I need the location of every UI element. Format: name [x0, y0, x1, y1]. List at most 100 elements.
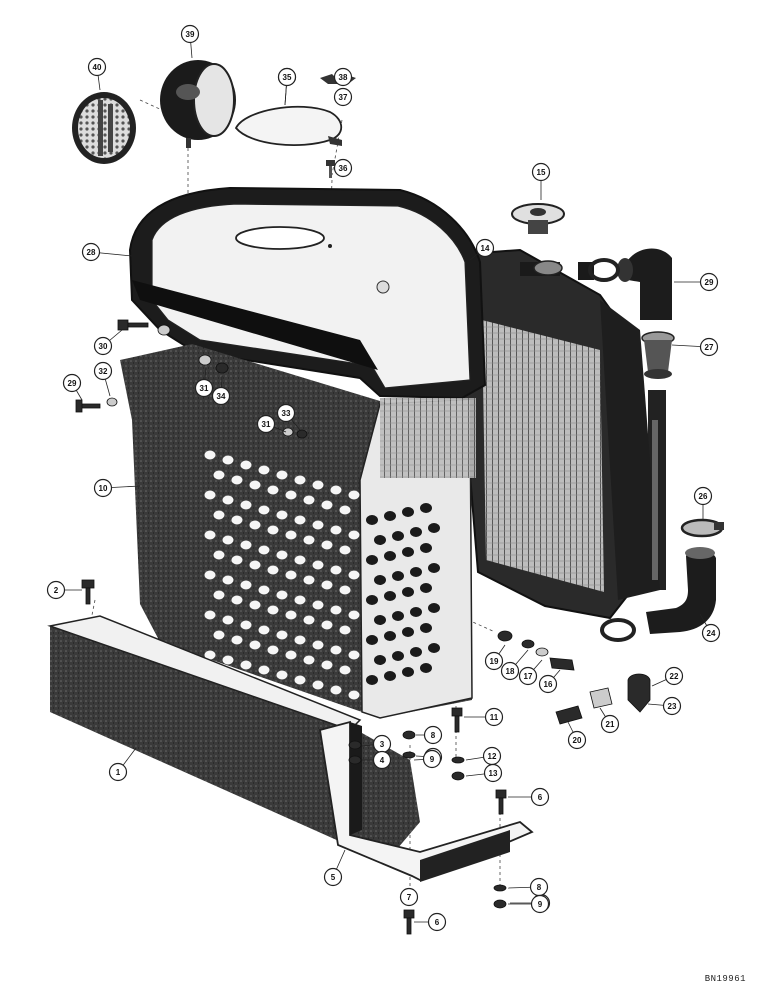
callout-circle: [372, 750, 392, 770]
perforation-hole: [294, 635, 306, 645]
perforation-hole: [267, 485, 279, 495]
perforation-hole: [428, 603, 440, 613]
hose-clamp-26: [680, 518, 724, 538]
callout-5: 5: [323, 849, 346, 887]
callout-30: 30: [93, 329, 123, 356]
perforation-hole: [294, 475, 306, 485]
perforation-hole: [267, 605, 279, 615]
callout-number: 26: [699, 492, 708, 501]
perforation-hole: [428, 523, 440, 533]
perforation-hole: [231, 475, 243, 485]
perforation-hole: [204, 570, 216, 580]
callout-circle: [93, 478, 113, 498]
lower-hose-part: [646, 547, 716, 634]
callout-10: 10: [93, 478, 141, 498]
perforation-hole: [258, 545, 270, 555]
perforation-hole: [402, 667, 414, 677]
callout-number: 31: [200, 384, 209, 393]
perforation-hole: [231, 595, 243, 605]
callout-circle: [530, 787, 550, 807]
callout-circle: [93, 361, 113, 381]
callout-34: 34: [211, 375, 231, 406]
callout-number: 8: [431, 731, 436, 740]
thermostat-housing-part: [641, 331, 675, 379]
perforation-hole: [410, 567, 422, 577]
callout-12: 12: [465, 746, 502, 766]
callout-9: 9: [508, 894, 550, 914]
callout-number: 2: [54, 586, 59, 595]
callout-17: 17: [518, 659, 543, 686]
perforation-hole: [374, 615, 386, 625]
perforation-hole: [222, 455, 234, 465]
callout-28: 28: [81, 242, 133, 262]
callout-circle: [600, 714, 620, 734]
callout-circle: [333, 67, 353, 87]
perforation-hole: [366, 635, 378, 645]
perforation-hole: [285, 490, 297, 500]
callout-38: 38: [333, 67, 353, 87]
perforation-hole: [321, 540, 333, 550]
callout-18: 18: [500, 649, 529, 681]
perforation-hole: [348, 570, 360, 580]
perforation-hole: [384, 591, 396, 601]
callout-circle: [180, 24, 200, 44]
perforation-hole: [339, 665, 351, 675]
callout-circle: [538, 674, 558, 694]
perforation-hole: [330, 565, 342, 575]
perforation-hole: [276, 550, 288, 560]
callout-circle: [399, 887, 419, 907]
perforation-hole: [285, 530, 297, 540]
perforation-hole: [240, 500, 252, 510]
grille-perforation-holes: [204, 450, 440, 700]
perforation-hole: [312, 560, 324, 570]
callout-circle: [423, 725, 443, 745]
perforation-hole: [285, 570, 297, 580]
callout-circle: [256, 414, 276, 434]
callout-29: 29: [674, 272, 719, 292]
perforation-hole: [384, 551, 396, 561]
callout-number: 7: [407, 893, 412, 902]
lamp-part: [160, 60, 236, 148]
perforation-hole: [348, 530, 360, 540]
callout-number: 18: [506, 667, 515, 676]
callout-number: 4: [380, 756, 385, 765]
perforation-hole: [258, 665, 270, 675]
perforation-hole: [276, 670, 288, 680]
callout-number: 39: [186, 30, 195, 39]
callout-24: 24: [699, 613, 721, 643]
perforation-hole: [410, 647, 422, 657]
perforation-hole: [285, 650, 297, 660]
perforation-hole: [321, 500, 333, 510]
callout-number: 9: [430, 755, 435, 764]
perforation-hole: [384, 511, 396, 521]
perforation-hole: [402, 547, 414, 557]
callout-circle: [484, 651, 504, 671]
callout-circle: [500, 661, 520, 681]
perforation-hole: [258, 465, 270, 475]
callout-circle: [518, 666, 538, 686]
lens-grille-part: [72, 92, 136, 164]
callout-number: 34: [217, 392, 226, 401]
callout-circle: [699, 272, 719, 292]
callout-number: 3: [380, 740, 385, 749]
perforation-hole: [249, 520, 261, 530]
callout-number: 35: [283, 73, 292, 82]
perforation-hole: [222, 655, 234, 665]
callout-circle: [422, 749, 442, 769]
callout-number: 23: [668, 702, 677, 711]
callout-circle: [211, 386, 231, 406]
callout-circle: [46, 580, 66, 600]
callout-circle: [194, 378, 214, 398]
callout-number: 12: [488, 752, 497, 761]
callout-number: 20: [573, 736, 582, 745]
callout-circle: [701, 623, 721, 643]
callout-8: 8: [507, 877, 549, 897]
perforation-hole: [348, 690, 360, 700]
perforation-hole: [258, 585, 270, 595]
perforation-hole: [420, 583, 432, 593]
callout-circle: [483, 763, 503, 783]
callout-23: 23: [647, 696, 682, 716]
perforation-hole: [330, 645, 342, 655]
perforation-hole: [240, 660, 252, 670]
callout-number: 15: [537, 168, 546, 177]
